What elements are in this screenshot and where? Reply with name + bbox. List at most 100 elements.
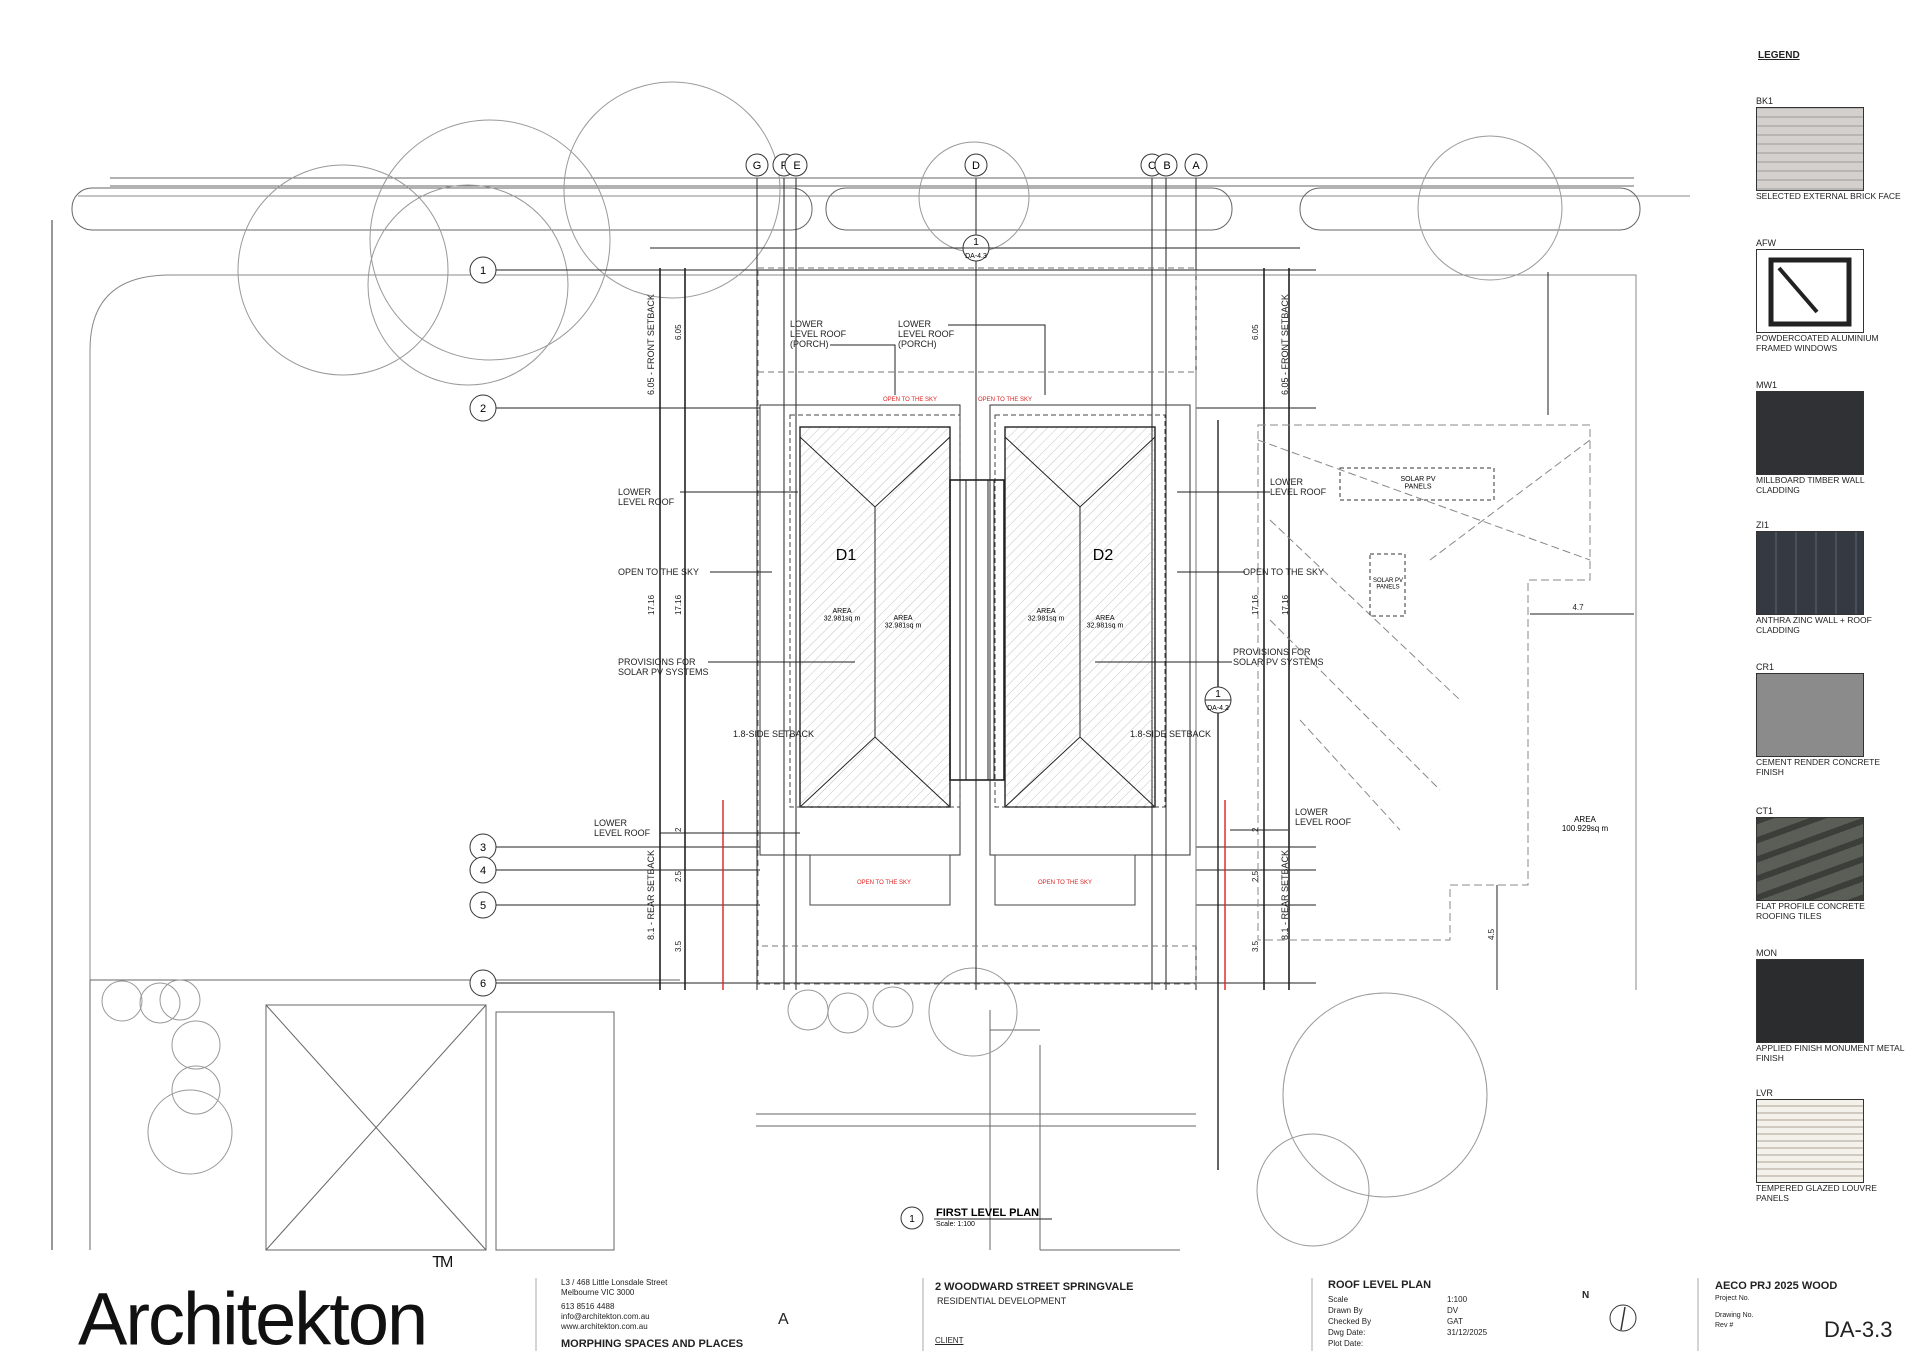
grid-bubble-d: D (964, 153, 988, 177)
svg-text:C: C (1148, 160, 1156, 172)
svg-text:4.7: 4.7 (1572, 603, 1584, 612)
grid-bubble-6: 6 (469, 969, 497, 997)
svg-text:1: 1 (973, 237, 979, 248)
material-swatch-lvr (1756, 1099, 1864, 1183)
svg-text:A: A (1192, 160, 1200, 172)
info-key: Dwg Date: (1328, 1328, 1366, 1337)
svg-text:B: B (1163, 160, 1170, 172)
revision-label: Rev # (1715, 1322, 1734, 1329)
legend-description: SELECTED EXTERNAL BRICK FACE (1756, 191, 1901, 201)
material-swatch-mw1 (1756, 391, 1864, 475)
architekton-logo: ArchitektonTM (78, 1254, 453, 1361)
project-number-title: AECO PRJ 2025 WOOD (1715, 1280, 1838, 1292)
svg-text:F: F (781, 160, 788, 172)
grid-bubble-b: B (1154, 153, 1178, 177)
svg-text:2.5: 2.5 (674, 870, 683, 882)
grid-bubble-5: 5 (469, 891, 497, 919)
material-swatch-mon (1756, 959, 1864, 1043)
svg-text:17.16: 17.16 (1281, 594, 1290, 615)
legend-panel: LEGEND (1752, 50, 1920, 91)
svg-text:DA-4.3: DA-4.3 (965, 253, 987, 260)
project-number-label: Project No. (1715, 1295, 1750, 1302)
legend-heading: LEGEND (1758, 50, 1800, 61)
svg-text:6.05: 6.05 (674, 324, 683, 340)
legend-description: MILLBOARD TIMBER WALL CLADDING (1756, 475, 1865, 495)
project-subtitle: RESIDENTIAL DEVELOPMENT (937, 1296, 1067, 1306)
svg-text:1: 1 (909, 1214, 915, 1225)
legend-code: MW1 (1756, 380, 1777, 390)
svg-text:6: 6 (480, 978, 486, 990)
legend-description: FLAT PROFILE CONCRETE ROOFING TILES (1756, 901, 1865, 921)
svg-text:OPEN TO THE SKY: OPEN TO THE SKY (1038, 880, 1092, 886)
unit-d2-label: D2 (1093, 547, 1114, 564)
info-value: 31/12/2025 (1447, 1328, 1488, 1337)
drawing-number-label: Drawing No. (1715, 1312, 1754, 1319)
info-value: GAT (1447, 1317, 1463, 1326)
grid-bubble-3: 3 (469, 833, 497, 861)
info-key: Scale (1328, 1295, 1349, 1304)
svg-text:2: 2 (1251, 827, 1260, 832)
svg-text:Scale: 1:100: Scale: 1:100 (936, 1221, 975, 1228)
svg-text:4.5: 4.5 (1487, 928, 1496, 940)
central-box-gutter (949, 479, 1005, 781)
grid-bubble-2: 2 (469, 394, 497, 422)
svg-text:2: 2 (674, 827, 683, 832)
legend-code: CT1 (1756, 806, 1774, 816)
site-context (51, 177, 1690, 1251)
svg-text:OPEN TO THE SKY: OPEN TO THE SKY (978, 397, 1032, 403)
dimension-figures: 6.05 6.05 17.16 17.16 17.16 17.16 2 2 2.… (647, 324, 1584, 952)
office-mark: A (778, 1311, 789, 1328)
svg-text:5: 5 (480, 900, 486, 912)
drawing-title: ROOF LEVEL PLAN (1328, 1279, 1432, 1291)
grid-bubble-4: 4 (469, 856, 497, 884)
svg-text:17.16: 17.16 (647, 594, 656, 615)
project-name: 2 WOODWARD STREET SPRINGVALE (935, 1281, 1134, 1293)
svg-text:3.5: 3.5 (674, 940, 683, 952)
legend-code: BK1 (1756, 96, 1774, 106)
title-block-dividers (535, 1278, 1699, 1351)
office-tagline: MORPHING SPACES AND PLACES (561, 1338, 744, 1350)
office-phone: 613 8516 4488 (561, 1302, 615, 1311)
drawing-number: DA-3.3 (1824, 1317, 1893, 1342)
logo-text: Architekton (78, 1277, 428, 1361)
legend-code: ZI1 (1756, 520, 1770, 530)
legend-description: POWDERCOATED ALUMINIUM FRAMED WINDOWS (1756, 333, 1879, 353)
setback-labels: 6.05 - FRONT SETBACK 6.05 - FRONT SETBAC… (646, 294, 1290, 940)
svg-text:4: 4 (480, 865, 486, 877)
svg-text:17.16: 17.16 (674, 594, 683, 615)
note-open-sky-left: OPEN TO THE SKY (618, 567, 699, 577)
svg-text:8.1 - REAR SETBACK: 8.1 - REAR SETBACK (646, 850, 656, 940)
grid-bubble-e: E (784, 153, 808, 177)
material-swatch-cr1 (1756, 673, 1864, 757)
north-arrow-icon (1609, 1304, 1637, 1332)
plan-title: 1 FIRST LEVEL PLAN Scale: 1:100 (900, 1206, 1052, 1230)
legend-description: APPLIED FINISH MONUMENT METAL FINISH (1756, 1043, 1905, 1063)
svg-text:G: G (753, 160, 762, 172)
logo-tm: TM (432, 1254, 453, 1271)
svg-text:OPEN TO THE SKY: OPEN TO THE SKY (857, 880, 911, 886)
svg-text:DA-4.2: DA-4.2 (1207, 705, 1229, 712)
svg-text:2: 2 (480, 403, 486, 415)
open-to-sky-red-notes: OPEN TO THE SKY OPEN TO THE SKY OPEN TO … (857, 397, 1092, 886)
client-label: CLIENT (935, 1336, 964, 1345)
section-marker-side: 1 DA-4.2 (1204, 686, 1232, 714)
